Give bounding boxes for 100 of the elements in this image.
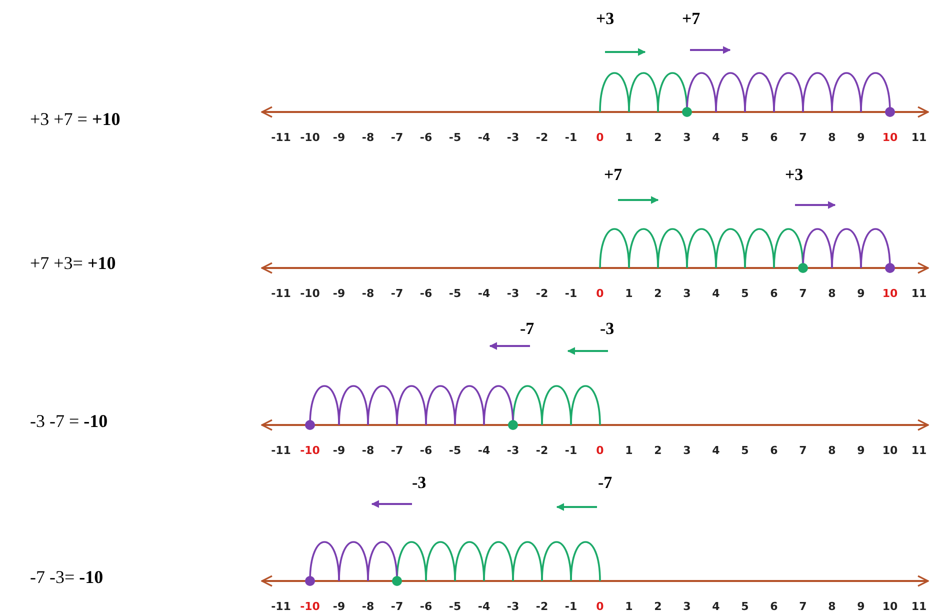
jump-label: +7 <box>682 10 700 27</box>
tick-label: 5 <box>741 445 749 456</box>
tick-label: -10 <box>300 445 320 456</box>
jump-label: -3 <box>412 474 426 491</box>
jump-label: +3 <box>785 166 804 183</box>
tick-label: 8 <box>828 445 836 456</box>
tick-label: 1 <box>625 445 633 456</box>
tick-label: -11 <box>271 601 291 612</box>
tick-label: -6 <box>420 288 432 299</box>
tick-label: -9 <box>332 288 346 299</box>
tick-label: -7 <box>390 288 404 299</box>
tick-label: -1 <box>564 445 578 456</box>
tick-label: 4 <box>712 288 720 299</box>
tick-label: -6 <box>420 445 432 456</box>
tick-label: 4 <box>712 132 720 143</box>
tick-label: -4 <box>478 601 490 612</box>
tick-label: -5 <box>448 445 462 456</box>
jump-label: +7 <box>604 166 622 183</box>
tick-label: -3 <box>506 445 520 456</box>
tick-label: 6 <box>770 288 778 299</box>
tick-label: -2 <box>536 601 548 612</box>
tick-label: 4 <box>712 445 720 456</box>
tick-label: 2 <box>654 288 662 299</box>
tick-label: -10 <box>300 132 320 143</box>
tick-label: -3 <box>506 601 520 612</box>
tick-label: -7 <box>390 445 404 456</box>
tick-label: 0 <box>596 288 604 299</box>
tick-label: 8 <box>828 132 836 143</box>
tick-label: 2 <box>654 132 662 143</box>
tick-label: -3 <box>506 132 520 143</box>
tick-label: 7 <box>799 132 807 143</box>
tick-label: -2 <box>536 132 548 143</box>
tick-label: -8 <box>362 288 374 299</box>
tick-label: 11 <box>911 132 927 143</box>
tick-label: 9 <box>857 288 865 299</box>
tick-label: 2 <box>654 601 662 612</box>
tick-label: -5 <box>448 132 462 143</box>
tick-label: -8 <box>362 132 374 143</box>
tick-label: 5 <box>741 288 749 299</box>
tick-label: 3 <box>683 601 691 612</box>
tick-label: 0 <box>596 445 604 456</box>
tick-label: 6 <box>770 445 778 456</box>
tick-label: -6 <box>420 601 432 612</box>
tick-label: 10 <box>882 601 898 612</box>
jump-label: -7 <box>520 320 534 337</box>
tick-label: -5 <box>448 601 462 612</box>
tick-label: -4 <box>478 132 490 143</box>
equation: -3 -7 = -10 <box>30 412 108 430</box>
tick-label: 11 <box>911 288 927 299</box>
tick-label: 7 <box>799 288 807 299</box>
tick-label: 3 <box>683 132 691 143</box>
tick-label: 5 <box>741 132 749 143</box>
tick-label: 9 <box>857 132 865 143</box>
tick-label: 7 <box>799 445 807 456</box>
tick-label: -9 <box>332 445 346 456</box>
tick-label: 0 <box>596 132 604 143</box>
tick-label: -9 <box>332 601 346 612</box>
tick-label: 9 <box>857 601 865 612</box>
tick-label: 7 <box>799 601 807 612</box>
tick-label: 5 <box>741 601 749 612</box>
tick-label: 3 <box>683 288 691 299</box>
tick-label: -7 <box>390 601 404 612</box>
tick-label: 6 <box>770 132 778 143</box>
tick-label: 3 <box>683 445 691 456</box>
tick-label: 4 <box>712 601 720 612</box>
tick-label: 10 <box>882 288 898 299</box>
tick-label: 8 <box>828 601 836 612</box>
tick-label: 1 <box>625 288 633 299</box>
tick-label: 6 <box>770 601 778 612</box>
equation: -7 -3= -10 <box>30 568 104 586</box>
tick-label: -11 <box>271 445 291 456</box>
tick-label: -8 <box>362 445 374 456</box>
equation: +3 +7 = +10 <box>30 110 120 128</box>
tick-label: -2 <box>536 445 548 456</box>
tick-label: 11 <box>911 445 927 456</box>
tick-label: 0 <box>596 601 604 612</box>
tick-label: -8 <box>362 601 374 612</box>
tick-label: -3 <box>506 288 520 299</box>
tick-label: -4 <box>478 445 490 456</box>
tick-label: -9 <box>332 132 346 143</box>
tick-label: 1 <box>625 132 633 143</box>
jump-label: -7 <box>598 474 612 491</box>
tick-label: -10 <box>300 288 320 299</box>
tick-label: -1 <box>564 132 578 143</box>
tick-label: 2 <box>654 445 662 456</box>
tick-label: -6 <box>420 132 432 143</box>
tick-label: 9 <box>857 445 865 456</box>
tick-label: -11 <box>271 132 291 143</box>
tick-label: 10 <box>882 445 898 456</box>
jump-label: +3 <box>596 10 614 27</box>
tick-label: 10 <box>882 132 898 143</box>
tick-label: -10 <box>300 601 320 612</box>
tick-label: 1 <box>625 601 633 612</box>
tick-label: -5 <box>448 288 462 299</box>
jump-label: -3 <box>600 320 614 337</box>
equation: +7 +3= +10 <box>30 254 116 272</box>
tick-label: -1 <box>564 288 578 299</box>
tick-label: -2 <box>536 288 548 299</box>
tick-label: -4 <box>478 288 490 299</box>
tick-label: -1 <box>564 601 578 612</box>
